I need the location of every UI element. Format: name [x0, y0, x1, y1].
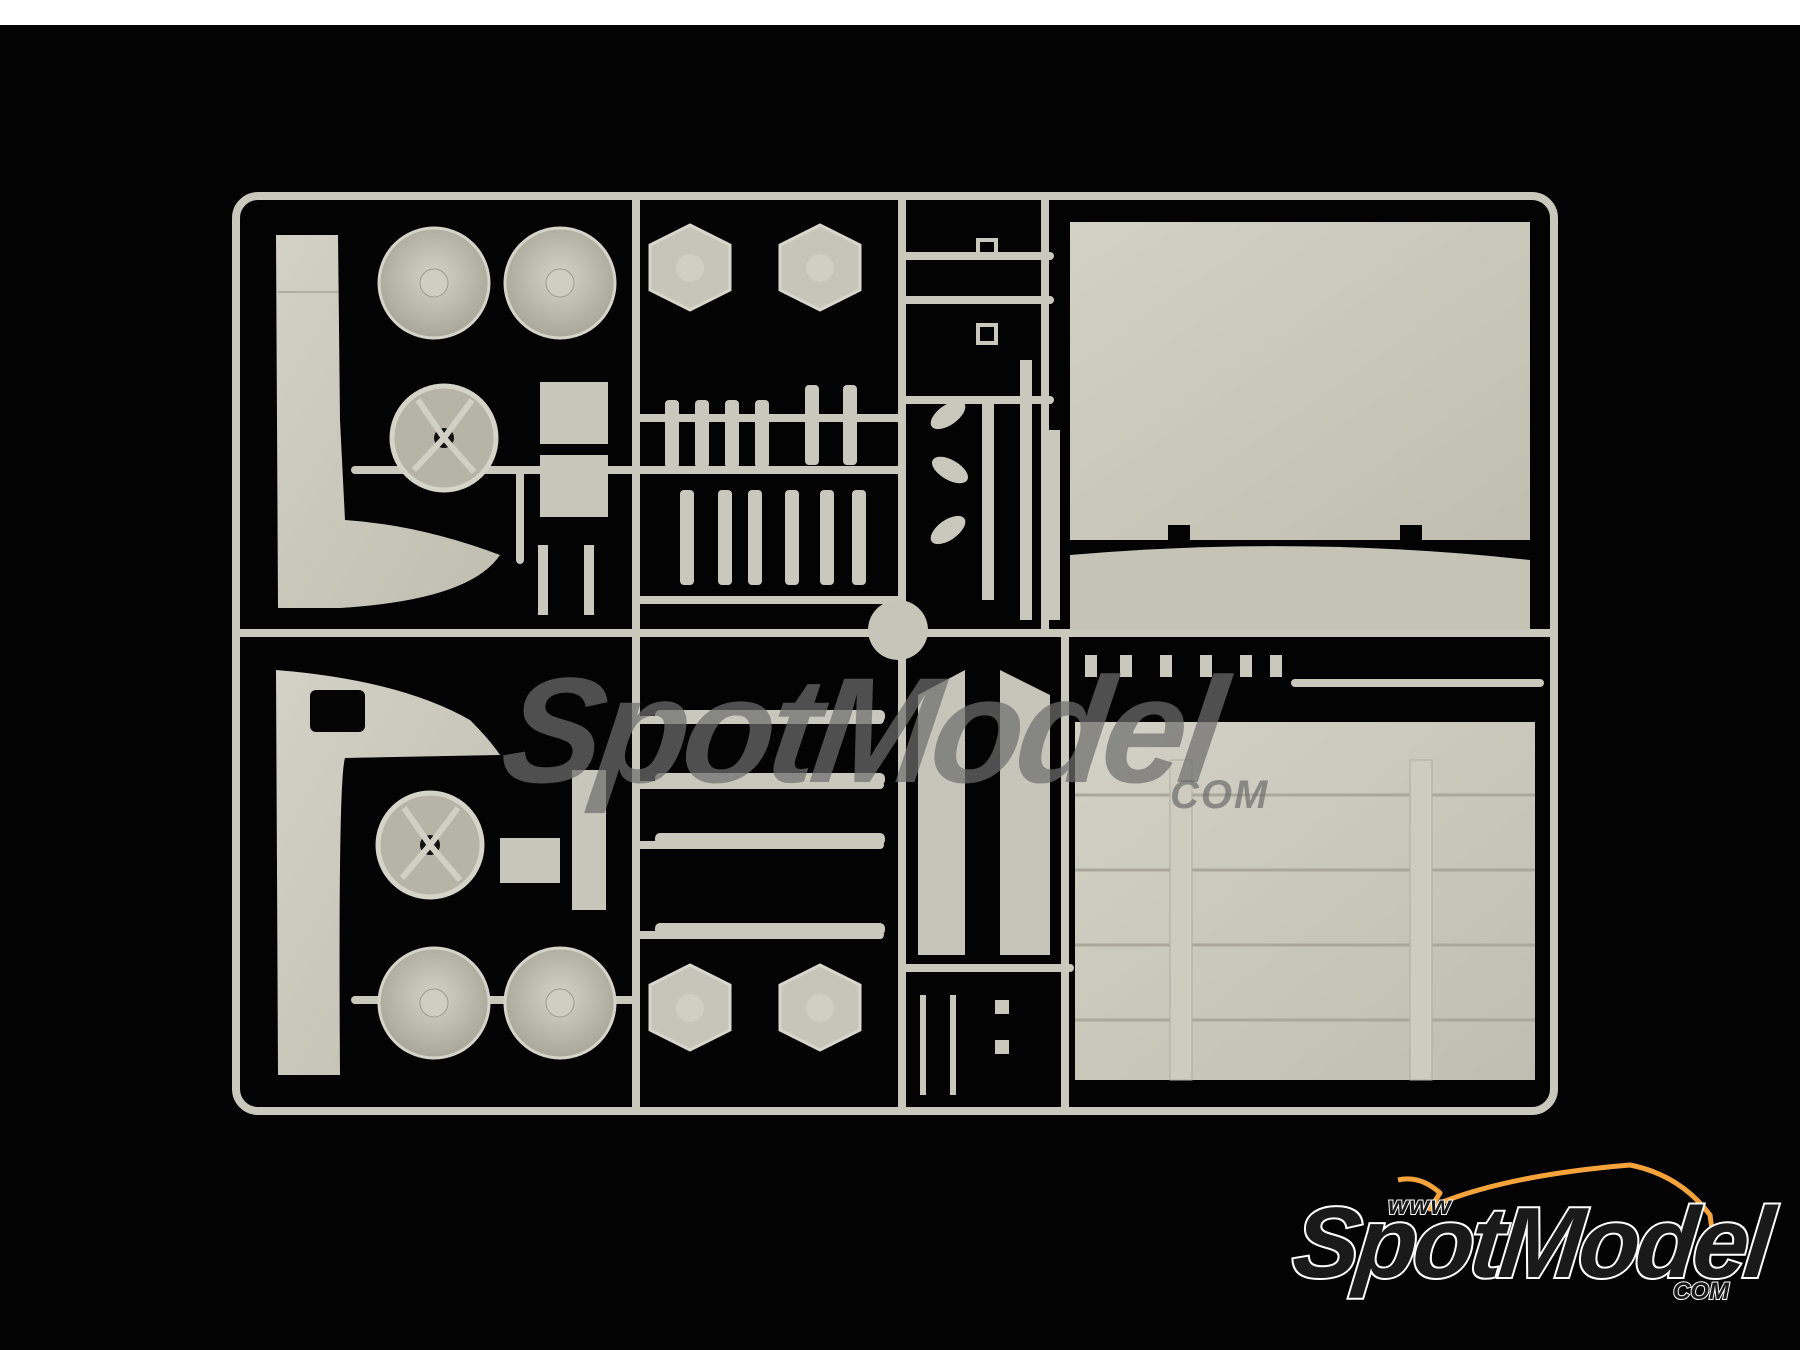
- top-white-strip: [0, 0, 1800, 25]
- side-panel-1: [918, 670, 965, 955]
- hexagonal-hub-1: [648, 223, 732, 312]
- bracket-part-1: [540, 382, 608, 444]
- battery-box: [500, 838, 560, 883]
- long-bracket: [572, 770, 606, 910]
- bracket-part-2: [540, 455, 608, 517]
- spotmodel-logo: www SpotModel COM: [1280, 1135, 1777, 1310]
- long-rods: [655, 710, 885, 935]
- hexagonal-hub-3: [648, 963, 732, 1052]
- ribbed-panel: [1075, 722, 1535, 1081]
- fender-panel-bottom: [276, 670, 500, 1075]
- wheel-rim-spoked-2: [375, 790, 485, 900]
- wheel-hub-dish-3: [377, 946, 491, 1060]
- flat-panel-top: [1070, 222, 1530, 540]
- wheel-rim-spoked-1: [389, 383, 499, 493]
- small-brackets-row: [1085, 655, 1282, 677]
- side-panel-2: [1000, 670, 1050, 955]
- logo-suffix: COM: [1672, 1277, 1730, 1306]
- car-silhouette-icon: [1397, 1162, 1715, 1231]
- sprue-gate-disc: [868, 600, 928, 660]
- hexagonal-hub-2: [778, 223, 862, 312]
- fender-panel-top: [276, 235, 500, 608]
- wheel-hub-dish-4: [503, 946, 617, 1060]
- logo-www: www: [1387, 1189, 1452, 1221]
- hexagonal-hub-4: [778, 963, 862, 1052]
- link-arms: [930, 238, 1060, 620]
- wheel-hub-dish-1: [377, 226, 491, 340]
- curved-deflector: [1070, 546, 1530, 630]
- shock-absorbers: [665, 385, 866, 585]
- wheel-hub-dish-2: [503, 226, 617, 340]
